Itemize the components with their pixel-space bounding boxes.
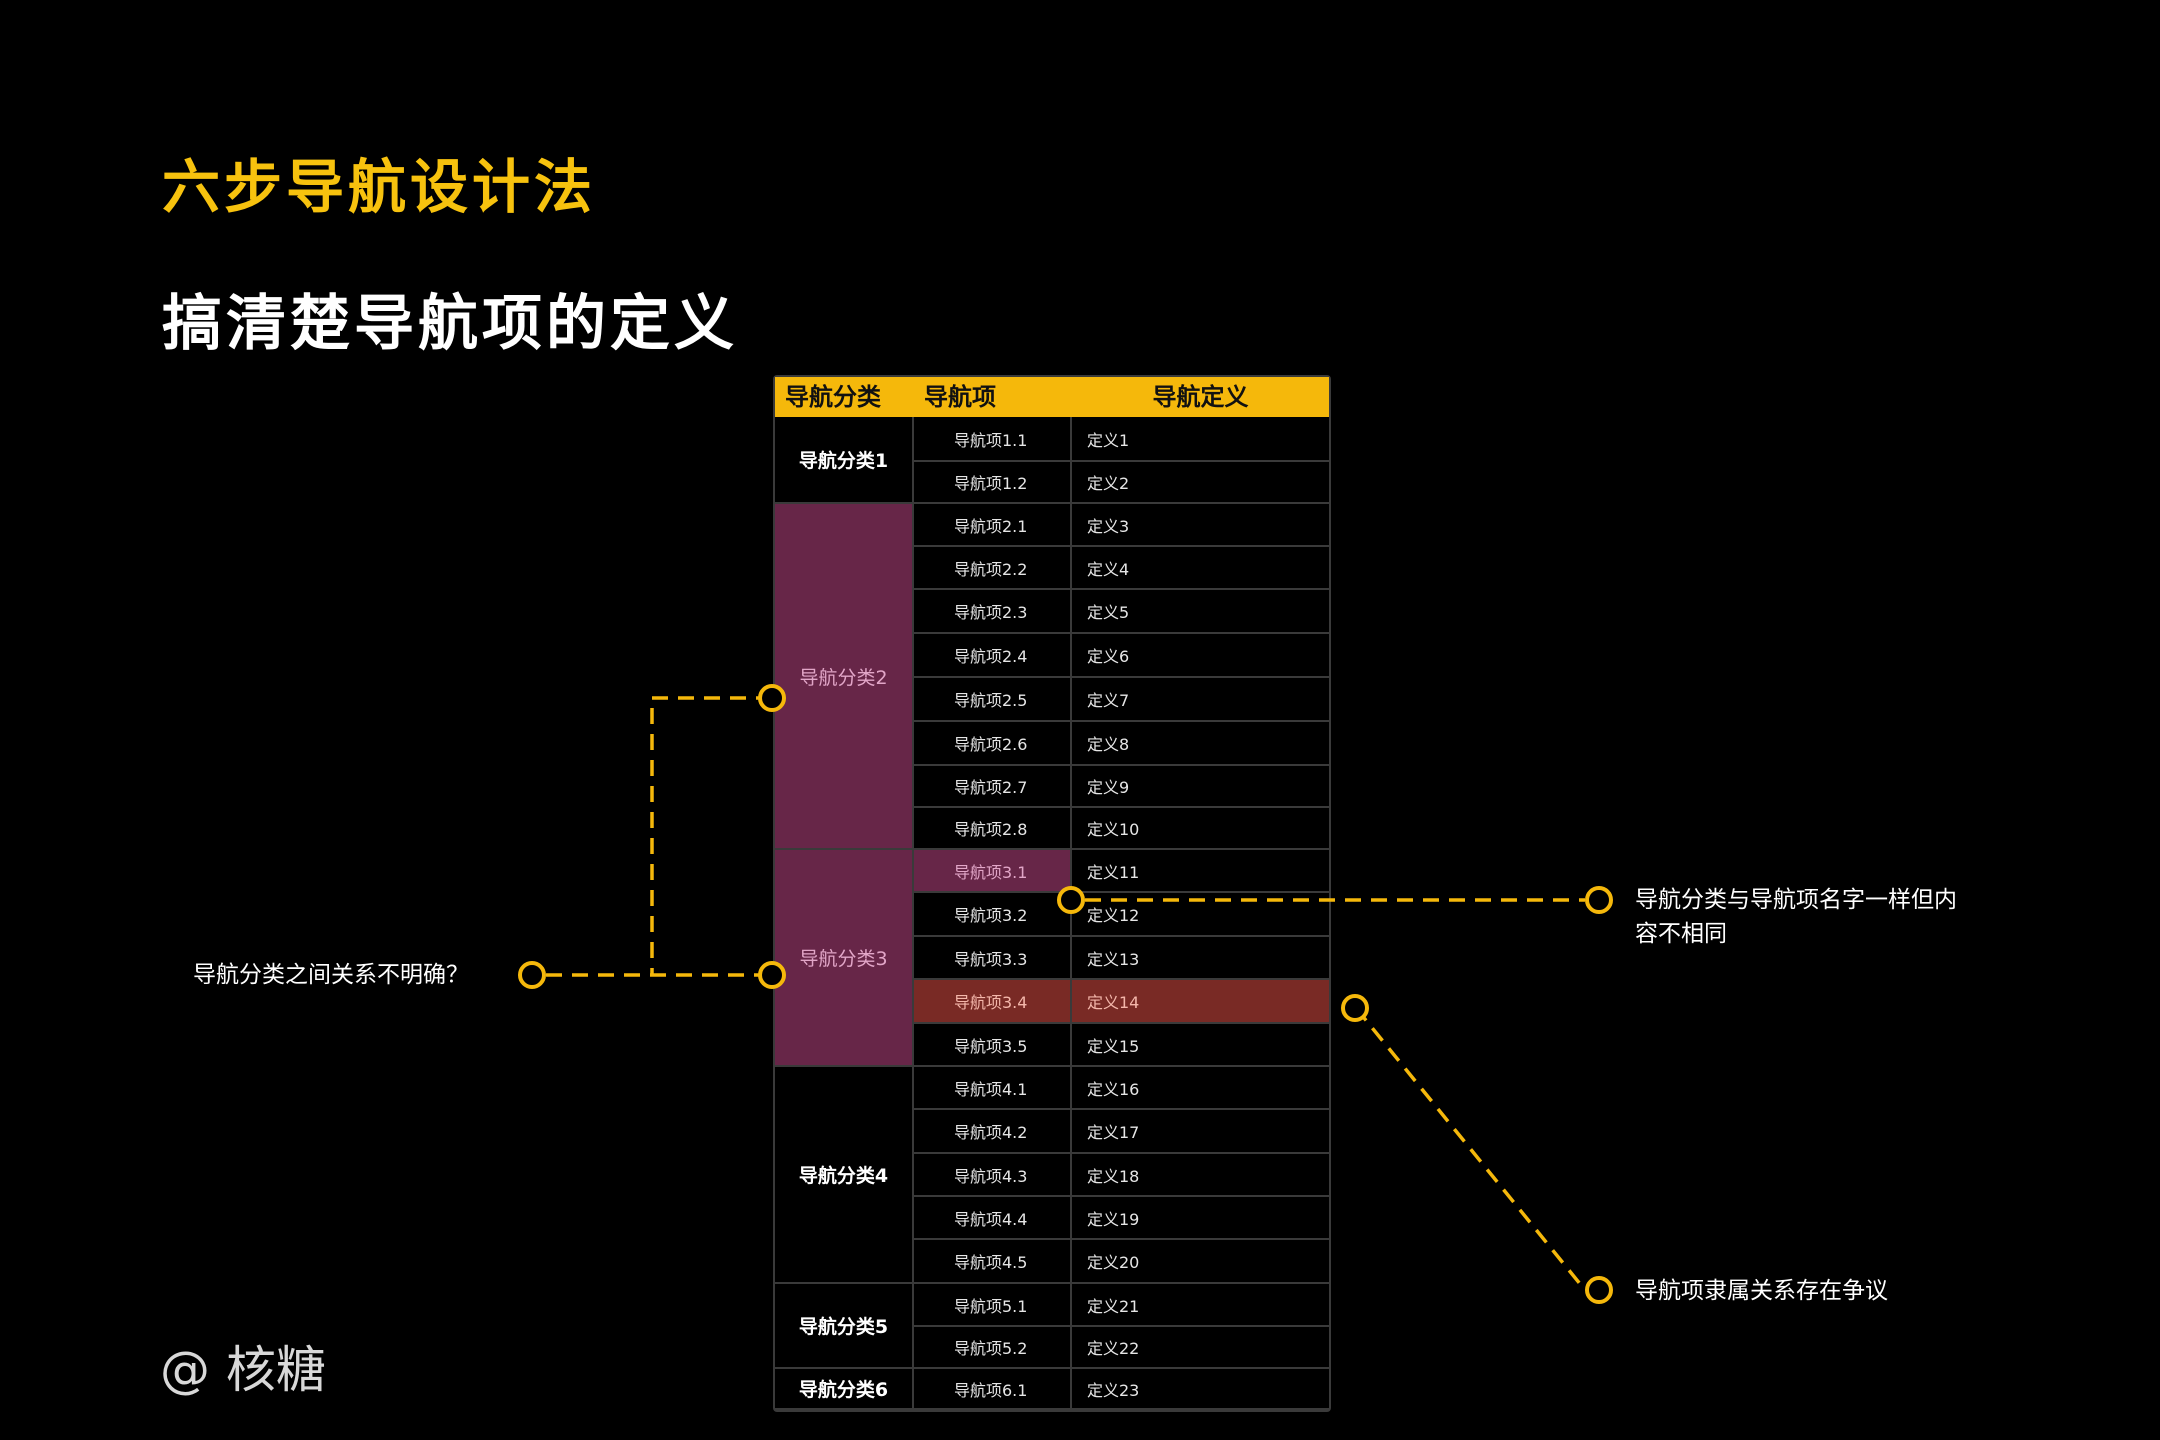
- slide-subtitle: 搞清楚导航项的定义: [162, 289, 738, 359]
- category-cell: 导航分类6: [775, 1369, 914, 1410]
- category-cell: 导航分类3: [775, 850, 914, 1067]
- marker-category3: [758, 961, 786, 989]
- definition-cell: 定义22: [1072, 1327, 1329, 1369]
- marker-category2: [758, 684, 786, 712]
- slide-title: 六步导航设计法: [162, 153, 597, 221]
- marker-item-3-4: [1341, 994, 1369, 1022]
- definition-cell: 定义12: [1072, 893, 1329, 937]
- nav-item-cell: 导航项3.2: [914, 893, 1072, 937]
- note-same-name-line1: 导航分类与导航项名字一样但内: [1635, 887, 1957, 913]
- marker-category-relation: [518, 961, 546, 989]
- nav-item-cell: 导航项6.1: [914, 1369, 1072, 1410]
- note-ownership: 导航项隶属关系存在争议: [1635, 1278, 1888, 1304]
- definition-cell: 定义10: [1072, 808, 1329, 850]
- category-cell: 导航分类5: [775, 1284, 914, 1369]
- nav-item-cell: 导航项1.1: [914, 417, 1072, 462]
- definition-cell: 定义19: [1072, 1197, 1329, 1240]
- header-category: 导航分类: [775, 377, 914, 417]
- definition-cell: 定义5: [1072, 590, 1329, 634]
- nav-item-cell: 导航项4.2: [914, 1110, 1072, 1154]
- nav-item-cell: 导航项4.5: [914, 1240, 1072, 1284]
- category-cell: 导航分类1: [775, 417, 914, 504]
- definition-cell: 定义4: [1072, 547, 1329, 590]
- nav-item-cell: 导航项2.4: [914, 634, 1072, 678]
- nav-item-cell: 导航项2.8: [914, 808, 1072, 850]
- definition-cell: 定义8: [1072, 722, 1329, 766]
- definition-cell: 定义13: [1072, 937, 1329, 980]
- definition-cell: 定义14: [1072, 980, 1329, 1024]
- definition-cell: 定义6: [1072, 634, 1329, 678]
- definition-cell: 定义20: [1072, 1240, 1329, 1284]
- nav-item-cell: 导航项4.3: [914, 1154, 1072, 1197]
- nav-item-cell: 导航项2.7: [914, 766, 1072, 808]
- definition-cell: 定义17: [1072, 1110, 1329, 1154]
- nav-item-cell: 导航项5.1: [914, 1284, 1072, 1327]
- definition-cell: 定义7: [1072, 678, 1329, 722]
- definition-cell: 定义16: [1072, 1067, 1329, 1110]
- header-definition: 导航定义: [1072, 377, 1329, 417]
- watermark: @ 核糖: [160, 1341, 326, 1399]
- definition-cell: 定义3: [1072, 504, 1329, 547]
- connector-ownership: [1354, 1006, 1587, 1292]
- nav-item-cell: 导航项2.5: [914, 678, 1072, 722]
- definition-cell: 定义9: [1072, 766, 1329, 808]
- definition-cell: 定义23: [1072, 1369, 1329, 1410]
- nav-item-cell: 导航项3.1: [914, 850, 1072, 893]
- connector-category2-branch: [650, 696, 772, 975]
- header-item: 导航项: [914, 377, 1072, 417]
- nav-item-cell: 导航项4.4: [914, 1197, 1072, 1240]
- nav-item-cell: 导航项2.2: [914, 547, 1072, 590]
- nav-item-cell: 导航项1.2: [914, 462, 1072, 504]
- nav-item-cell: 导航项3.5: [914, 1024, 1072, 1067]
- nav-item-cell: 导航项2.3: [914, 590, 1072, 634]
- nav-item-cell: 导航项2.1: [914, 504, 1072, 547]
- nav-item-cell: 导航项3.3: [914, 937, 1072, 980]
- definition-cell: 定义21: [1072, 1284, 1329, 1327]
- definition-cell: 定义2: [1072, 462, 1329, 504]
- note-same-name: 导航分类与导航项名字一样但内 容不相同: [1635, 883, 1957, 951]
- nav-item-cell: 导航项5.2: [914, 1327, 1072, 1369]
- definition-cell: 定义11: [1072, 850, 1329, 893]
- note-category-relation: 导航分类之间关系不明确？: [193, 962, 469, 988]
- marker-item-3-1: [1057, 886, 1085, 914]
- definition-cell: 定义15: [1072, 1024, 1329, 1067]
- category-cell: 导航分类2: [775, 504, 914, 850]
- definition-cell: 定义18: [1072, 1154, 1329, 1197]
- definition-cell: 定义1: [1072, 417, 1329, 462]
- nav-item-cell: 导航项4.1: [914, 1067, 1072, 1110]
- marker-same-name-end: [1585, 886, 1613, 914]
- nav-item-cell: 导航项3.4: [914, 980, 1072, 1024]
- nav-item-cell: 导航项2.6: [914, 722, 1072, 766]
- category-cell: 导航分类4: [775, 1067, 914, 1284]
- note-same-name-line2: 容不相同: [1635, 921, 1727, 947]
- marker-ownership-end: [1585, 1276, 1613, 1304]
